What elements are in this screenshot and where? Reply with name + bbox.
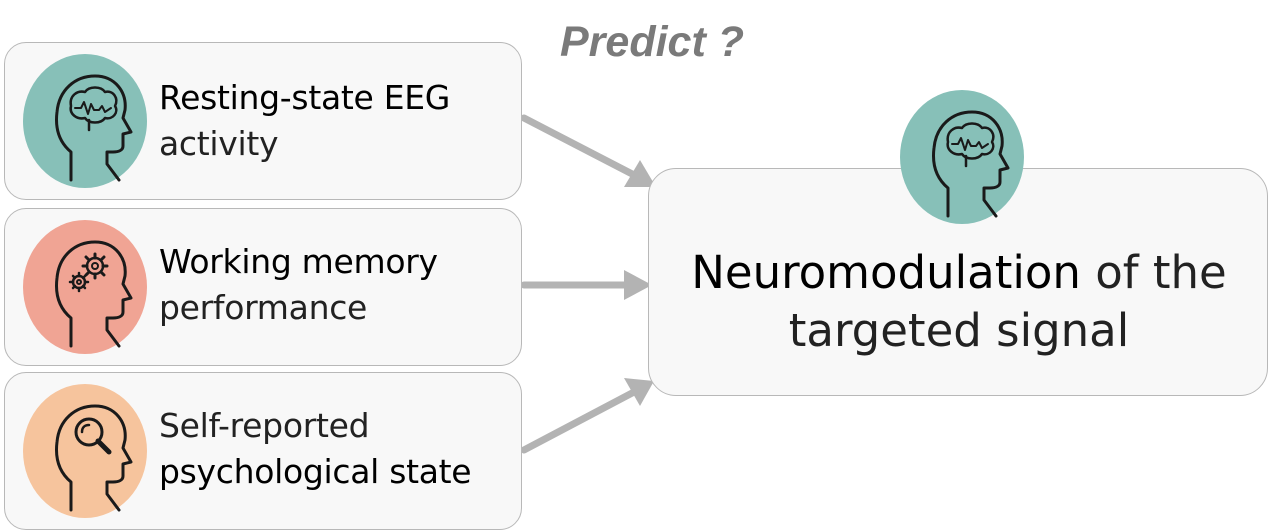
target-label-of-the: of the (1080, 246, 1227, 299)
arrowhead-memory (624, 270, 652, 300)
input-box-memory: Working memory performance (4, 208, 522, 366)
self-report-label-line1: Self-reported (159, 406, 370, 445)
memory-label-line1: Working memory (159, 242, 438, 281)
self-report-label: Self-reported psychological state (159, 403, 472, 495)
input-box-self-report: Self-reported psychological state (4, 372, 522, 530)
target-label: Neuromodulation of the targeted signal (648, 244, 1270, 360)
arrowhead-eeg (624, 160, 656, 187)
target-brain-head-icon (932, 110, 1010, 218)
self-report-label-line2: psychological state (159, 452, 472, 491)
eeg-label: Resting-state EEG activity (159, 75, 450, 167)
magnifier-head-icon (55, 404, 133, 512)
arrowhead-self-report (624, 378, 654, 406)
arrow-eeg (520, 114, 640, 180)
target-label-neuromodulation: Neuromodulation (691, 246, 1081, 299)
eeg-icon-circle (23, 54, 147, 188)
eeg-label-line2: activity (159, 124, 279, 163)
memory-label-line2: performance (159, 288, 368, 327)
target-label-line2: targeted signal (788, 304, 1130, 357)
eeg-label-line1: Resting-state EEG (159, 78, 451, 117)
brain-head-icon (55, 74, 133, 182)
input-box-eeg: Resting-state EEG activity (4, 42, 522, 200)
memory-label: Working memory performance (159, 239, 438, 331)
arrow-self-report (520, 388, 638, 454)
target-label-line1: Neuromodulation of the (648, 244, 1270, 302)
predict-title: Predict ? (560, 18, 744, 66)
self-report-icon-circle (23, 384, 147, 518)
gears-head-icon (55, 240, 133, 348)
memory-icon-circle (23, 220, 147, 354)
target-icon-circle (900, 90, 1024, 224)
